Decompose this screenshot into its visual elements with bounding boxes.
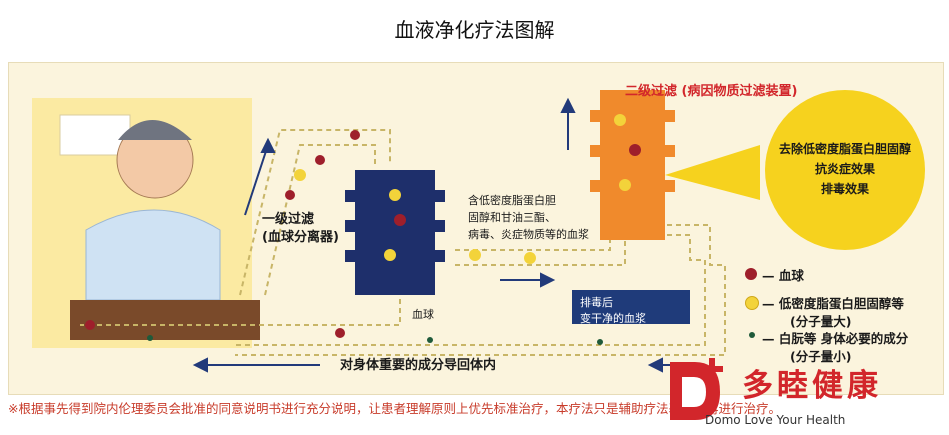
patient-illustration xyxy=(59,114,260,340)
logo-icon xyxy=(670,358,723,420)
legend-green-dot xyxy=(749,332,755,338)
after-detox-line2: 变干净的血浆 xyxy=(580,312,646,325)
blood-cell-label: 血球 xyxy=(412,308,434,321)
plasma-contents-line1: 含低密度脂蛋白胆 xyxy=(468,194,556,207)
effect-3: 排毒效果 xyxy=(820,182,869,196)
legend-green-text1: — 白朊等 身体必要的成分 xyxy=(762,331,909,346)
footnote: ※根据事先得到院内伦理委员会批准的同意说明书进行充分说明，让患者理解原则上优先标… xyxy=(8,401,781,416)
return-path-label: 对身体重要的成分导回体内 xyxy=(340,358,497,373)
logo-subtitle: Domo Love Your Health xyxy=(705,413,846,427)
legend-yellow-dot xyxy=(745,296,759,310)
plasma-contents-line3: 病毒、炎症物质等的血浆 xyxy=(468,228,589,241)
after-detox-line1: 排毒后 xyxy=(580,296,613,309)
plasma-contents-line2: 固醇和甘油三酯、 xyxy=(468,211,556,224)
page-title: 血液净化疗法图解 xyxy=(394,18,555,42)
stage1-label: 一级过滤 xyxy=(262,212,315,227)
effect-1: 去除低密度脂蛋白胆固醇 xyxy=(778,142,911,156)
stage2-label: 二级过滤 (病因物质过滤装置) xyxy=(625,84,798,99)
filter-1 xyxy=(345,170,445,295)
legend-yellow-text2: (分子量大) xyxy=(790,314,852,329)
particles xyxy=(85,114,641,345)
legend-yellow-text1: — 低密度脂蛋白胆固醇等 xyxy=(762,296,904,311)
logo-brand: 多睦健康 xyxy=(742,368,882,404)
legend-red-dot xyxy=(745,268,757,280)
filter-2 xyxy=(590,90,675,240)
legend-red-text: — 血球 xyxy=(762,268,804,283)
effect-2: 抗炎症效果 xyxy=(814,162,875,176)
legend-green-text2: (分子量小) xyxy=(790,349,852,364)
stage1-sub-label: (血球分离器) xyxy=(262,230,339,245)
after-detox-box: 排毒后 变干净的血浆 xyxy=(572,290,690,325)
